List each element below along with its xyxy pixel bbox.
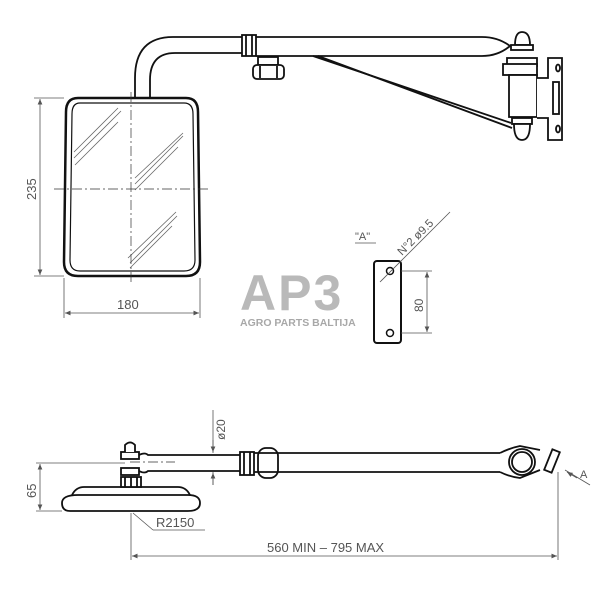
dimension-radius-label: R2150 [156,515,194,530]
mirror-side-view [61,441,562,512]
watermark-tagline: AGRO PARTS BALTIJA [240,317,356,329]
mirror-front-view [54,92,208,282]
detail-a-plate [373,260,402,344]
watermark-logo: AP3 [240,265,343,321]
dimension-tube-diameter: ø20 [214,419,228,440]
dimension-180 [63,278,201,318]
dimension-arm-length-label: 560 MIN – 795 MAX [267,540,384,555]
arm-top-view [134,31,563,141]
dimension-180-label: 180 [117,297,139,312]
detail-a-label: "A" [355,231,370,243]
dimension-65-label: 65 [24,484,39,498]
dimension-80-label: 80 [412,298,426,312]
dimension-235-label: 235 [24,178,39,200]
view-marker-a: A [580,469,588,481]
holes-callout: N°2 ø9.5 [396,217,437,258]
dimension-235 [34,97,64,277]
